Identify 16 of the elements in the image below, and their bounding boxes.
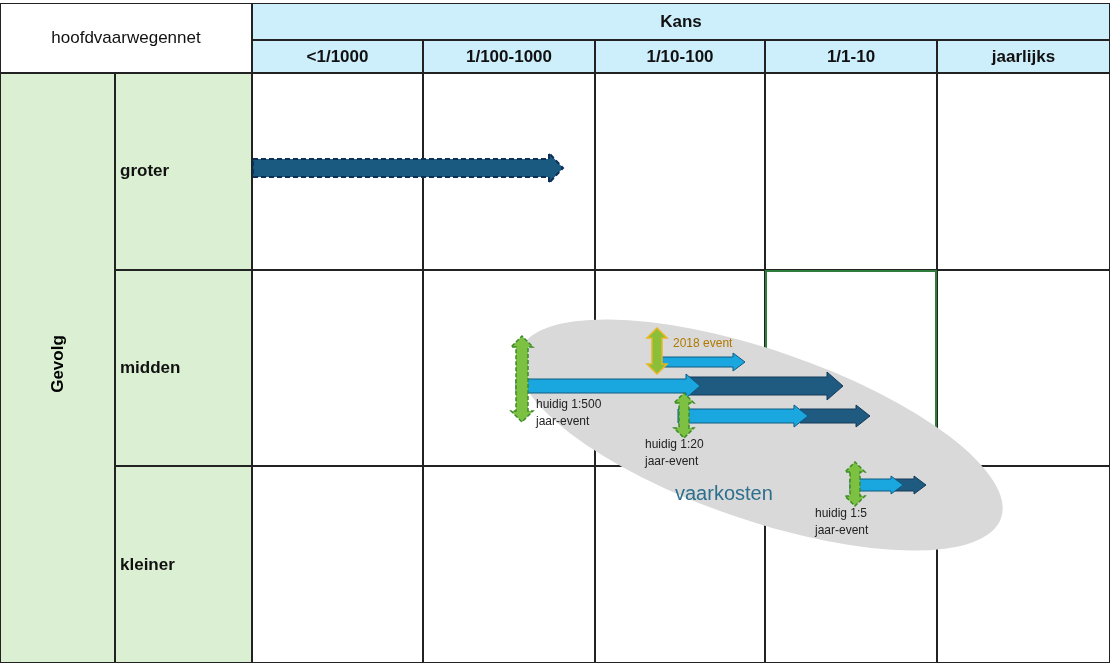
row-header: midden [115,269,252,467]
event-note: huidig 1:20 jaar-event [645,436,705,471]
event-note: 2018 event [673,335,734,352]
column-header: <1/1000 [252,40,423,73]
row-header: groter [115,73,252,270]
event-note: huidig 1:500 jaar-event [536,396,603,431]
row-header: kleiner [115,466,252,663]
table-header: hoofdvaarwegennet [0,3,252,73]
column-header: 1/10-100 [595,40,765,73]
area-label: vaarkosten [675,482,773,505]
column-header: jaarlijks [937,40,1110,73]
event-note: huidig 1:5 jaar-event [815,505,870,540]
column-header: 1/1-10 [765,40,937,73]
column-group-header: Kans [252,3,1110,40]
column-header: 1/100-1000 [423,40,595,73]
row-group-label: Gevolg [48,335,68,393]
